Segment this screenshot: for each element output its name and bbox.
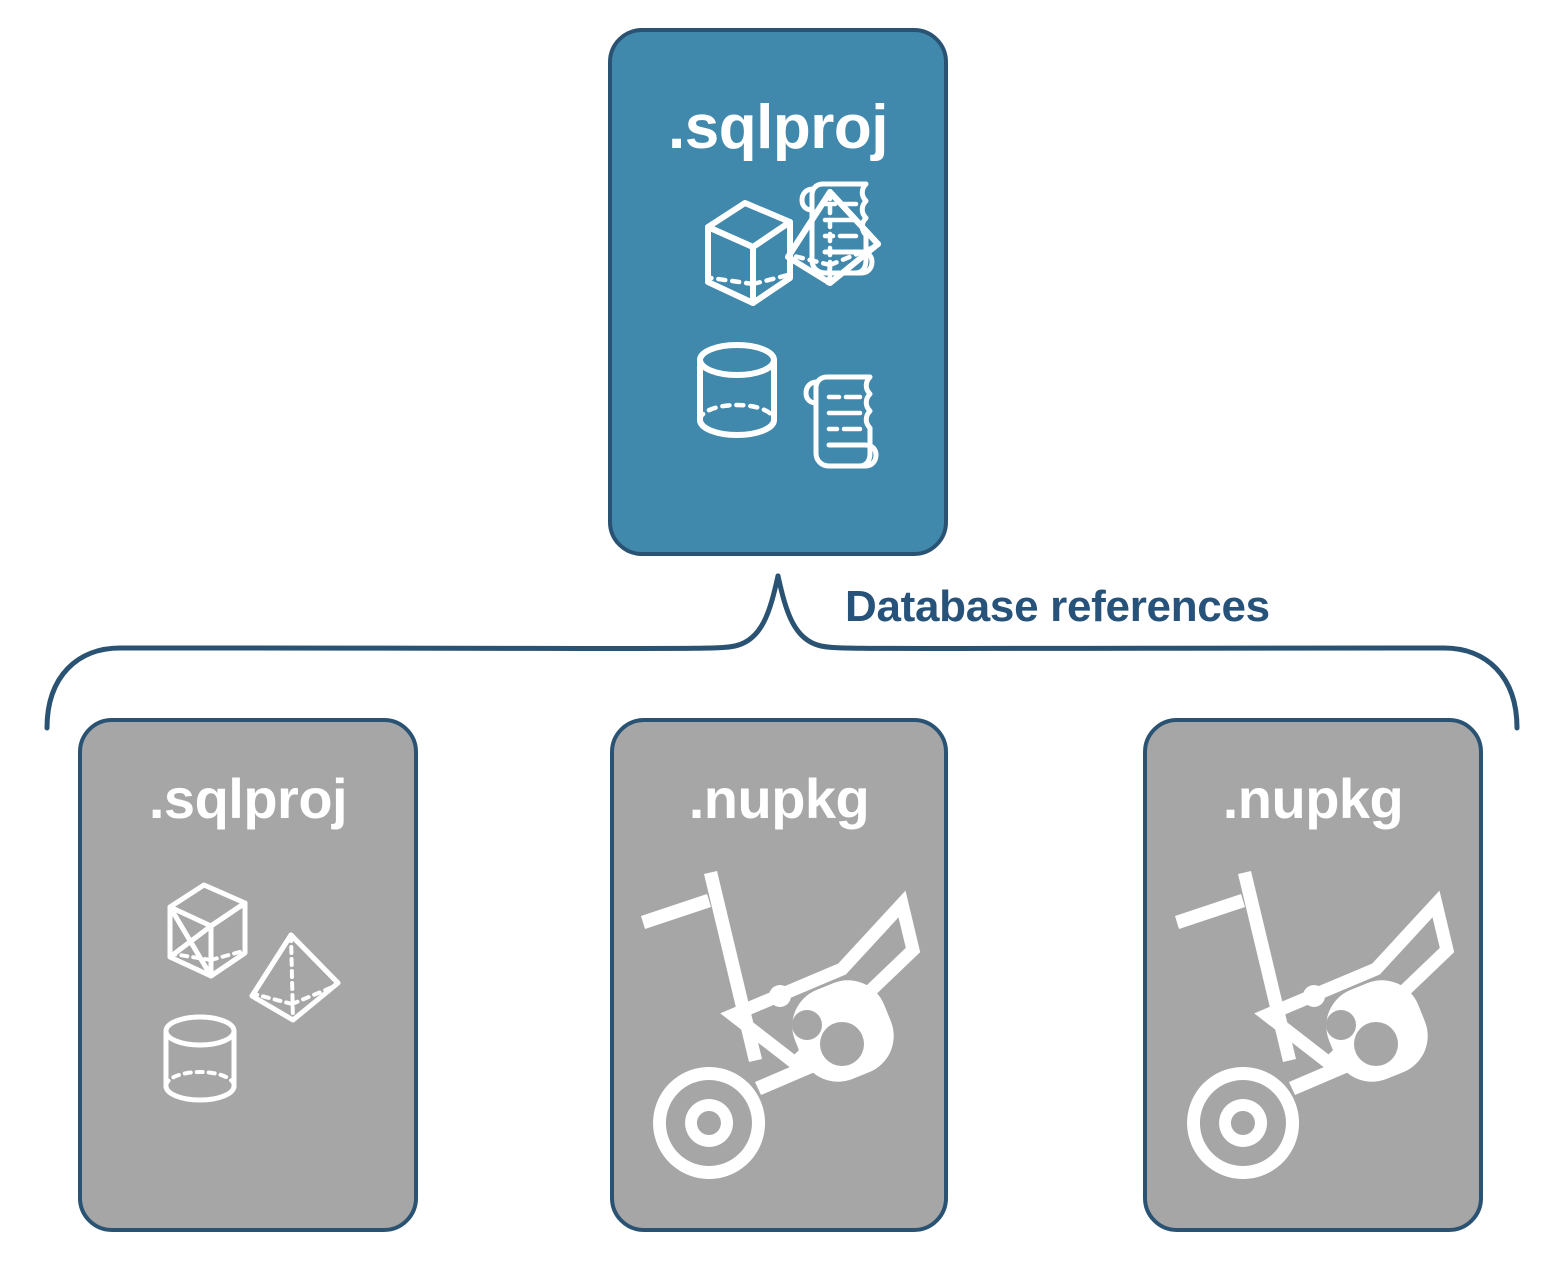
child-node-nupkg-2[interactable]: .nupkg bbox=[1143, 718, 1483, 1232]
connector-label: Database references bbox=[845, 582, 1270, 631]
child-node-label: .nupkg bbox=[1222, 767, 1404, 830]
parent-node-label: .sqlproj bbox=[668, 93, 888, 162]
cylinder-wireframe-icon bbox=[163, 1014, 237, 1103]
cube-wireframe-icon bbox=[705, 200, 793, 306]
cylinder-wireframe-icon bbox=[697, 342, 777, 438]
scroll-document-icon bbox=[803, 374, 879, 469]
hand-truck-package-icon bbox=[1175, 871, 1455, 1179]
child-node-nupkg-1[interactable]: .nupkg bbox=[610, 718, 948, 1232]
hand-truck-package-icon bbox=[641, 871, 921, 1179]
pyramid-wireframe-icon bbox=[785, 189, 881, 286]
child-node-sqlproj[interactable]: .sqlproj bbox=[78, 718, 418, 1232]
child-node-label: .nupkg bbox=[688, 767, 870, 830]
parent-node-sqlproj[interactable]: .sqlproj bbox=[608, 28, 948, 556]
child-node-label: .sqlproj bbox=[148, 767, 348, 830]
pyramid-wireframe-icon bbox=[249, 932, 341, 1023]
cube-wireframe-icon bbox=[167, 882, 248, 979]
scroll-document-icon bbox=[799, 181, 875, 276]
